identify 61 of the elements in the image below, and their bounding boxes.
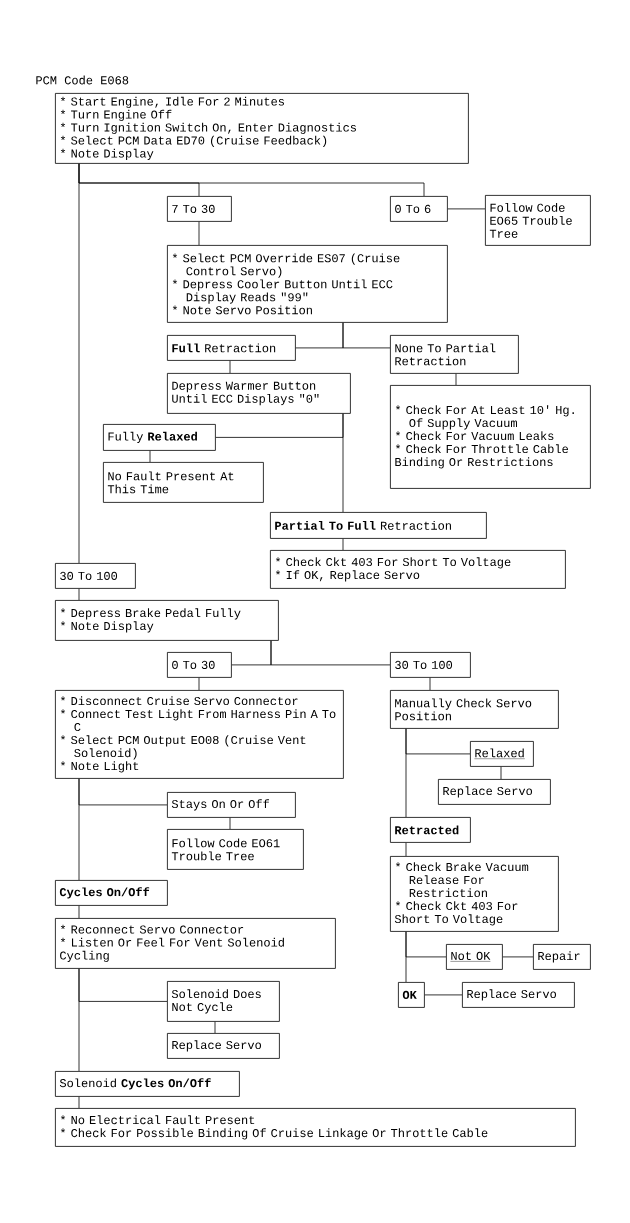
step-box: 0 To 6 xyxy=(390,196,448,222)
step-box: Partial To Full Retraction xyxy=(270,512,487,539)
instruction-box: * Select PCM Override ES07 (Cruise Control Servo) * Depress Cooler Button Until ECC Display Reads "99" * Note Servo Position xyxy=(167,245,448,323)
step-box: Follow Code EO61 Trouble Tree xyxy=(167,829,304,870)
connector-line xyxy=(447,208,486,210)
connector-line xyxy=(78,163,80,564)
connector-line xyxy=(78,968,80,1072)
step-box: No Fault Present At This Time xyxy=(103,462,264,503)
connector-line xyxy=(214,1021,216,1034)
step-box: OK xyxy=(398,982,425,1008)
instruction-box: * Start Engine, Idle For 2 Minutes * Turn Engine Off * Turn Ignition Switch On, Enter Diagnostics * Select PCM Data ED70 (Cruise Feedback) * Note Display xyxy=(55,93,469,164)
step-box: Replace Servo xyxy=(438,779,551,805)
connector-line xyxy=(424,994,463,996)
connector-line xyxy=(78,588,80,601)
connector-line xyxy=(270,640,391,666)
connector-line xyxy=(342,322,391,349)
step-box: Not OK xyxy=(446,944,503,970)
step-box: None To Partial Retraction xyxy=(390,335,519,374)
instruction-box: * Check For At Least 10' Hg. Of Supply Vacuum * Check For Vacuum Leaks * Check For Throttle Cable Binding Or Restrictions xyxy=(390,385,591,489)
step-box: Depress Warmer Button Until ECC Displays "0" xyxy=(167,373,351,414)
step-box: Repair xyxy=(533,944,591,970)
connector-line xyxy=(405,931,407,983)
step-box: Stays On Or Off xyxy=(167,792,296,818)
connector-line xyxy=(429,677,431,691)
connector-line xyxy=(198,221,200,246)
instruction-box: * Check Ckt 403 For Short To Voltage * If OK, Replace Servo xyxy=(270,550,566,589)
step-box: 0 To 30 xyxy=(167,652,232,678)
step-box: Relaxed xyxy=(470,741,534,767)
connector-line xyxy=(342,413,344,513)
diagram-title: PCM Code E068 xyxy=(36,75,129,85)
connector-line xyxy=(502,956,534,958)
connector-line xyxy=(229,360,231,374)
connector-line xyxy=(198,677,200,691)
step-box: Solenoid Does Not Cycle xyxy=(167,981,280,1022)
instruction-box: * Reconnect Servo Connector * Listen Or Feel For Vent Solenoid Cycling xyxy=(55,918,336,969)
connector-line xyxy=(500,766,502,780)
instruction-box: * Check Brake Vacuum Release For Restriction * Check Ckt 403 For Short To Voltage xyxy=(390,856,559,932)
connector-line xyxy=(78,905,80,919)
step-box: Follow Code EO65 Trouble Tree xyxy=(485,195,591,246)
instruction-box: * Depress Brake Pedal Fully * Note Display xyxy=(55,600,279,641)
step-box: 30 To 100 xyxy=(55,563,136,589)
step-box: Cycles On/Off xyxy=(55,880,168,906)
step-box: Fully Relaxed xyxy=(103,424,216,451)
connector-line xyxy=(229,817,231,830)
step-box: 30 To 100 xyxy=(390,652,471,678)
step-box: Solenoid Cycles On/Off xyxy=(55,1071,240,1097)
step-box: Full Retraction xyxy=(167,335,296,361)
step-box: 7 To 30 xyxy=(167,196,232,222)
connector-line xyxy=(405,728,407,818)
step-box: Manually Check Servo Position xyxy=(390,690,559,729)
connector-line xyxy=(405,842,407,857)
instruction-box: * Disconnect Cruise Servo Connector * Connect Test Light From Harness Pin A To C * Select PCM Output EO08 (Cruise Vent Solenoid) * Note Light xyxy=(55,690,344,779)
step-box: Replace Servo xyxy=(167,1033,280,1059)
connector-line xyxy=(78,1096,80,1109)
connector-line xyxy=(455,373,457,386)
instruction-box: * No Electrical Fault Present * Check For Possible Binding Of Cruise Linkage Or Throttle Cable xyxy=(55,1108,576,1147)
step-box: Replace Servo xyxy=(462,982,575,1008)
connector-line xyxy=(342,538,344,551)
connector-line xyxy=(78,778,80,881)
step-box: Retracted xyxy=(390,817,471,843)
connector-line xyxy=(149,450,151,463)
